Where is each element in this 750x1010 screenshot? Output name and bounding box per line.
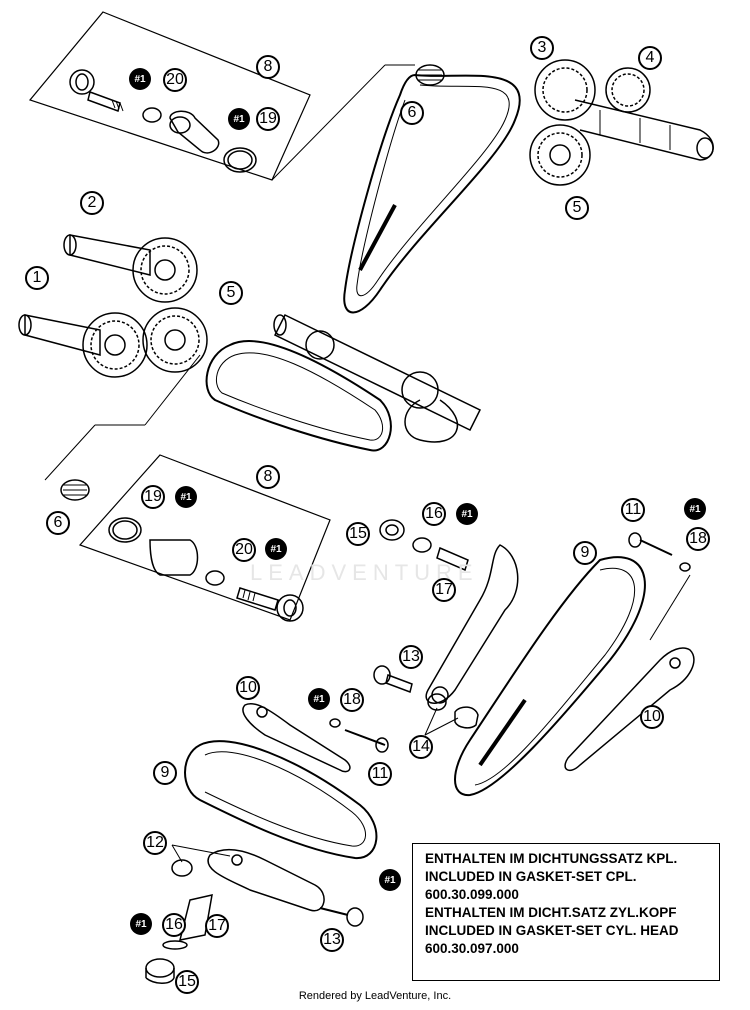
callout-2: 2 — [80, 191, 104, 215]
callout-10: 10 — [236, 676, 260, 700]
callout-1: 1 — [25, 266, 49, 290]
callout-11: 11 — [368, 762, 392, 786]
needle-bearing-top — [415, 64, 445, 86]
ref-marker-gasket-set: #1 — [130, 913, 152, 935]
kit-panel-top — [28, 11, 415, 181]
tensioner-small-parts — [379, 519, 469, 572]
callout-15: 15 — [346, 522, 370, 546]
ref-marker-gasket-set: #1 — [265, 538, 287, 560]
callout-13: 13 — [399, 645, 423, 669]
camshaft-assembly-left — [18, 234, 208, 481]
callout-8: 8 — [256, 465, 280, 489]
ref-marker-gasket-set: #1 — [456, 503, 478, 525]
pivot-bolt-right — [628, 532, 691, 572]
callout-13: 13 — [320, 928, 344, 952]
callout-5: 5 — [219, 281, 243, 305]
callout-12: 12 — [143, 831, 167, 855]
timing-chain-bottom — [184, 740, 378, 860]
callout-18: 18 — [686, 527, 710, 551]
timing-chain-top — [343, 73, 521, 314]
footer-credit: Rendered by LeadVenture, Inc. — [298, 990, 452, 1002]
camshaft-assembly-right — [529, 59, 714, 186]
legend-line-de-cylhead: ENTHALTEN IM DICHT.SATZ ZYL.KOPF — [425, 905, 677, 920]
legend-line-en-complete: INCLUDED IN GASKET-SET CPL. — [425, 869, 637, 884]
ref-marker-gasket-set: #1 — [308, 688, 330, 710]
ref-marker-gasket-set: #1 — [684, 498, 706, 520]
chain-guide-right — [564, 574, 695, 772]
legend-line-de-complete: ENTHALTEN IM DICHTUNGSSATZ KPL. — [425, 851, 678, 866]
callout-20: 20 — [232, 538, 256, 562]
callout-6: 6 — [400, 101, 424, 125]
legend-partnumber-complete: 600.30.099.000 — [425, 887, 519, 902]
callout-8: 8 — [256, 55, 280, 79]
callout-9: 9 — [573, 541, 597, 565]
callout-19: 19 — [256, 107, 280, 131]
ref-marker-gasket-set: #1 — [129, 68, 151, 90]
callout-16: 16 — [162, 913, 186, 937]
callout-20: 20 — [163, 68, 187, 92]
callout-3: 3 — [530, 36, 554, 60]
callout-15: 15 — [175, 970, 199, 994]
legend-ref-marker: #1 — [379, 869, 401, 891]
callout-14: 14 — [409, 735, 433, 759]
timing-chain-right — [454, 556, 646, 797]
ref-marker-gasket-set: #1 — [175, 486, 197, 508]
callout-4: 4 — [638, 46, 662, 70]
ref-marker-gasket-set: #1 — [228, 108, 250, 130]
callout-5: 5 — [565, 196, 589, 220]
gasket-set-legend: ENTHALTEN IM DICHTUNGSSATZ KPL. INCLUDED… — [412, 843, 720, 981]
kit-panel-bottom — [60, 454, 331, 622]
crankshaft — [273, 314, 482, 443]
legend-line-en-cylhead: INCLUDED IN GASKET-SET CYL. HEAD — [425, 923, 679, 938]
callout-18: 18 — [340, 688, 364, 712]
callout-11: 11 — [621, 498, 645, 522]
chain-guide-left — [242, 703, 389, 773]
callout-9: 9 — [153, 761, 177, 785]
leader-lines — [171, 707, 459, 863]
legend-partnumber-cylhead: 600.30.097.000 — [425, 941, 519, 956]
callout-17: 17 — [205, 914, 229, 938]
bolt-13-center — [373, 665, 479, 729]
callout-16: 16 — [422, 502, 446, 526]
callout-19: 19 — [141, 485, 165, 509]
callout-17: 17 — [432, 578, 456, 602]
chain-tensioner-bottom — [145, 848, 364, 984]
callout-6: 6 — [46, 511, 70, 535]
callout-10: 10 — [640, 705, 664, 729]
timing-chain-middle — [205, 340, 392, 452]
